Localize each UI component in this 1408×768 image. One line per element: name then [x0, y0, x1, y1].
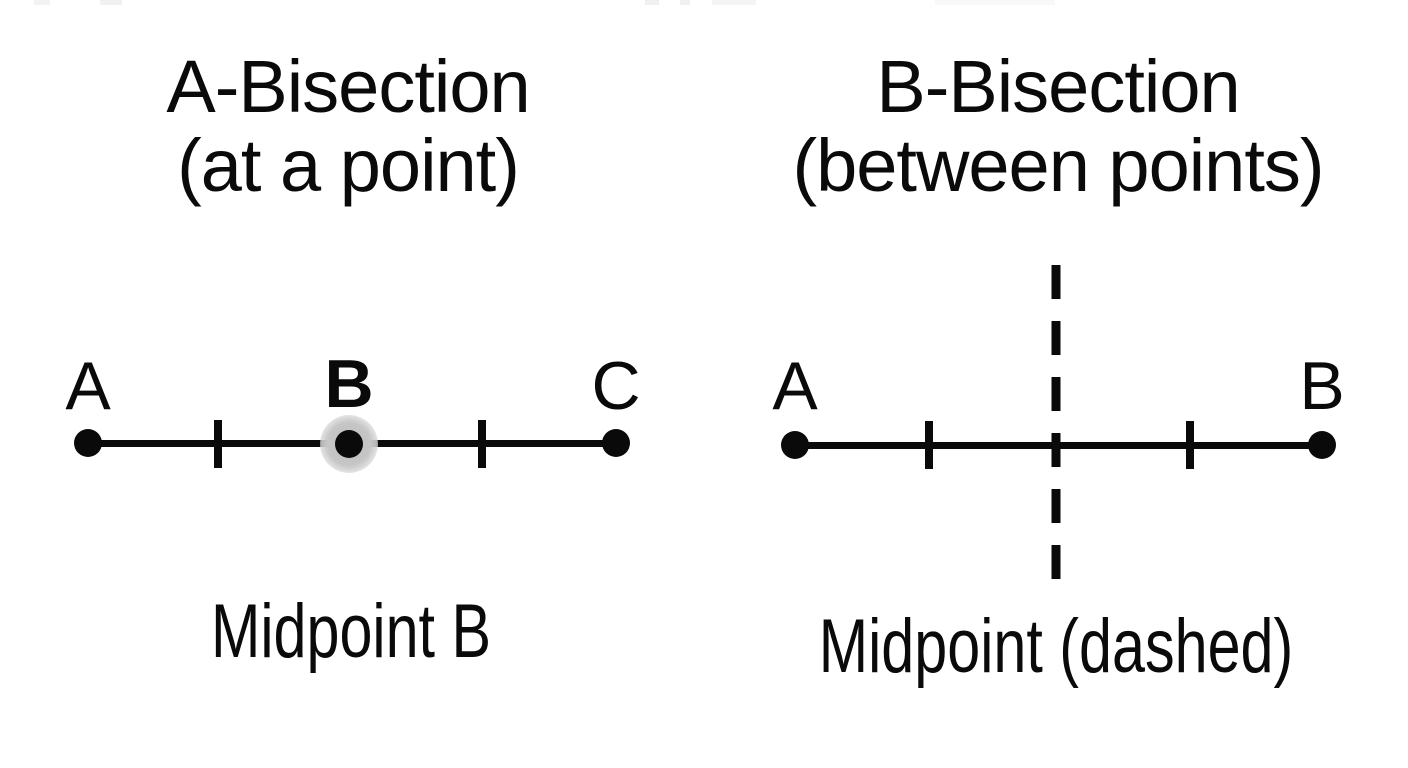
right-point-label-a: A	[772, 348, 818, 424]
left-tick-mark-1	[214, 420, 222, 468]
left-point-label-c: C	[591, 348, 641, 424]
right-caption: Midpoint (dashed)	[818, 604, 1294, 689]
top-edge-artifact	[712, 0, 756, 5]
top-edge-artifact	[645, 0, 659, 5]
left-tick-mark-2	[478, 420, 486, 468]
right-endpoint-dot-a	[781, 431, 809, 459]
left-endpoint-dot-c	[602, 429, 630, 457]
left-point-label-b-midpoint: B	[324, 346, 374, 422]
top-edge-artifact	[34, 0, 50, 5]
left-panel-title-block: A-Bisection (at a point)	[68, 47, 628, 205]
right-panel-title: B-Bisection	[876, 45, 1240, 128]
right-panel-subtitle: (between points)	[792, 124, 1324, 207]
right-panel-title-block: B-Bisection (between points)	[778, 47, 1338, 205]
left-point-label-a: A	[65, 348, 111, 424]
left-panel-subtitle: (at a point)	[177, 124, 520, 207]
top-edge-artifact	[935, 0, 1055, 5]
right-tick-mark-2	[1186, 421, 1194, 469]
right-point-label-b: B	[1299, 348, 1345, 424]
left-endpoint-dot-a	[74, 429, 102, 457]
left-caption: Midpoint B	[210, 589, 492, 674]
right-endpoint-dot-b	[1308, 431, 1336, 459]
left-midpoint-dot-b	[335, 430, 363, 458]
top-edge-artifact	[680, 0, 690, 5]
dashed-bisector-line	[1051, 265, 1061, 579]
right-segment-line	[795, 442, 1322, 449]
right-tick-mark-1	[925, 421, 933, 469]
top-edge-artifact	[100, 0, 122, 5]
left-panel-title: A-Bisection	[166, 45, 530, 128]
